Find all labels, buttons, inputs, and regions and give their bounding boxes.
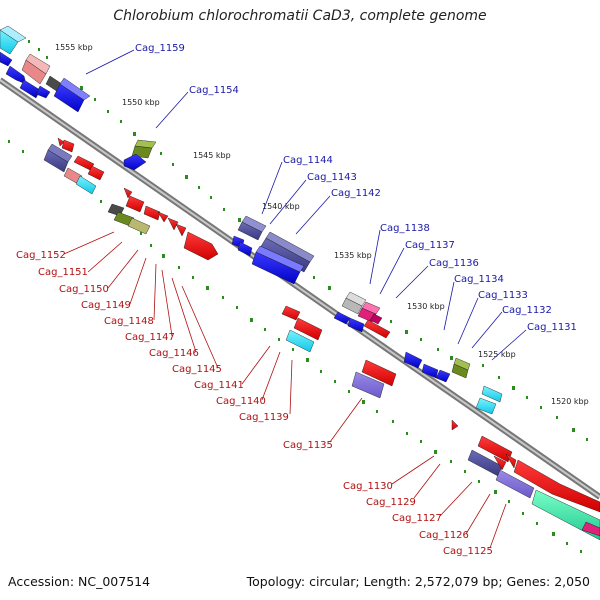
scale-label: 1545 kbp: [193, 151, 231, 160]
gene-label: Cag_1137: [405, 240, 455, 251]
accession-label: Accession: NC_007514: [8, 574, 151, 589]
gene-label: Cag_1127: [392, 513, 442, 524]
gene-label: Cag_1147: [125, 332, 175, 343]
gene-label: Cag_1159: [135, 43, 185, 54]
top-gene-labels: Cag_1159 Cag_1154 Cag_1144 Cag_1143 Cag_…: [135, 43, 577, 333]
gene-label: Cag_1130: [343, 481, 393, 492]
gene-label: Cag_1143: [307, 172, 357, 183]
gene-label: Cag_1140: [216, 396, 266, 407]
gene-label: Cag_1131: [527, 322, 577, 333]
gene-label: Cag_1150: [59, 284, 109, 295]
gene-label: Cag_1151: [38, 267, 88, 278]
scale-labels: 1555 kbp 1550 kbp 1545 kbp 1540 kbp 1535…: [55, 43, 589, 406]
genome-summary: Topology: circular; Length: 2,572,079 bp…: [246, 574, 590, 589]
gene-label: Cag_1134: [454, 274, 504, 285]
gene-label: Cag_1135: [283, 440, 333, 451]
gene-label: Cag_1144: [283, 155, 333, 166]
scale-label: 1535 kbp: [334, 251, 372, 260]
gene-label: Cag_1152: [16, 250, 66, 261]
top-leader-lines: [85, 49, 527, 361]
scale-label: 1525 kbp: [478, 350, 516, 359]
bottom-gene-labels: Cag_1152 Cag_1151 Cag_1150 Cag_1149 Cag_…: [16, 250, 493, 557]
genome-backbone: [0, 77, 600, 500]
gene-label: Cag_1148: [104, 316, 154, 327]
gene-label: Cag_1125: [443, 546, 493, 557]
gene-label: Cag_1129: [366, 497, 416, 508]
top-strand-genes: [0, 25, 503, 415]
gene-label: Cag_1146: [149, 348, 199, 359]
gene-label: Cag_1133: [478, 290, 528, 301]
gene-label: Cag_1136: [429, 258, 479, 269]
bottom-strand-genes: [43, 137, 600, 541]
bottom-leader-lines: [63, 231, 507, 549]
gene-label: Cag_1138: [380, 223, 430, 234]
gene-label: Cag_1141: [194, 380, 244, 391]
map-title: Chlorobium chlorochromatii CaD3, complet…: [113, 8, 487, 24]
scale-label: 1520 kbp: [551, 397, 589, 406]
scale-label: 1555 kbp: [55, 43, 93, 52]
gene-label: Cag_1154: [189, 85, 239, 96]
scale-label: 1550 kbp: [122, 98, 160, 107]
gene-label: Cag_1126: [419, 530, 469, 541]
gene-label: Cag_1145: [172, 364, 222, 375]
scale-label: 1530 kbp: [407, 302, 445, 311]
gene-label: Cag_1142: [331, 188, 381, 199]
gene-label: Cag_1132: [502, 305, 552, 316]
gene-label: Cag_1149: [81, 300, 131, 311]
scale-label: 1540 kbp: [262, 202, 300, 211]
gene-label: Cag_1139: [239, 412, 289, 423]
